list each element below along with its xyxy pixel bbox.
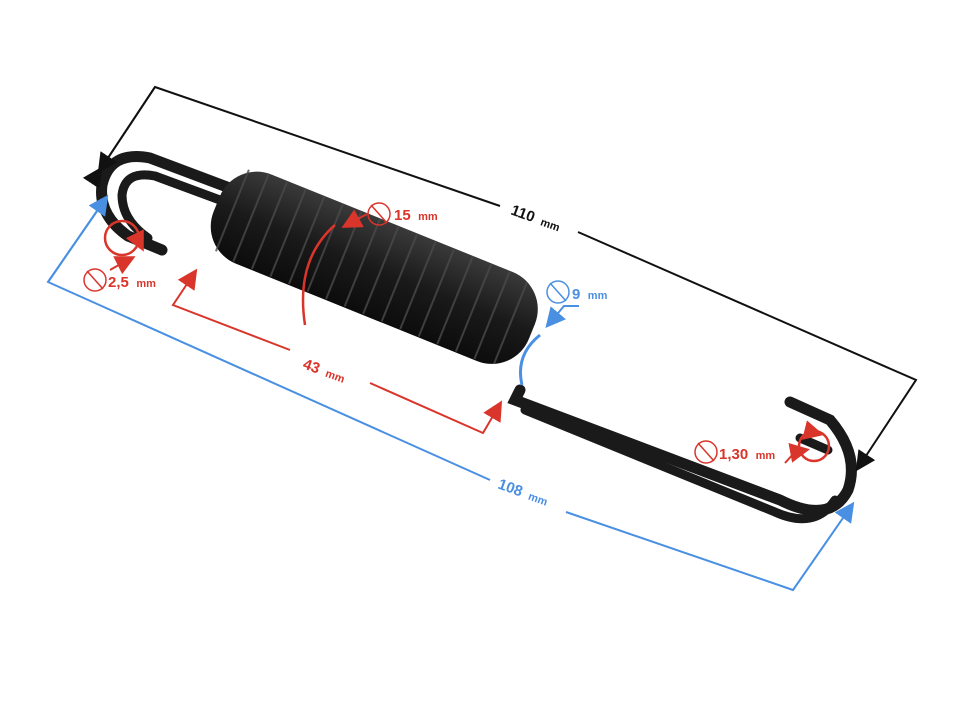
diameter-symbol-icon [694, 440, 718, 464]
wire-left-unit: mm [136, 278, 156, 290]
wire-right-value: 1,30 [719, 446, 748, 463]
wire-left-value: 2,5 [108, 274, 129, 291]
coil-body [210, 169, 538, 365]
right-hook [507, 384, 857, 524]
dimension-hook-diameter: 9 mm [519, 280, 608, 386]
coil-length-value: 43 [301, 356, 322, 378]
diameter-symbol-icon [83, 268, 107, 292]
dimension-overall-length: 110 mm [82, 85, 918, 472]
coil-length-unit: mm [324, 368, 347, 386]
hook-diameter-unit: mm [588, 290, 608, 302]
dimension-coil-diameter: 15 mm [301, 202, 438, 326]
coil-diameter-value: 15 [394, 207, 411, 224]
svg-text:9 mm: 9 mm [572, 286, 608, 303]
svg-text:110 mm: 110 mm [509, 202, 563, 236]
overall-length-unit: mm [539, 216, 562, 234]
coil-diameter-unit: mm [418, 211, 438, 223]
dimension-wire-diameter-left: 2,5 mm [83, 219, 156, 292]
svg-text:43 mm: 43 mm [301, 356, 348, 387]
svg-text:2,5 mm: 2,5 mm [108, 274, 156, 291]
svg-text:108 mm: 108 mm [496, 476, 551, 510]
svg-text:1,30 mm: 1,30 mm [719, 446, 775, 463]
hook-diameter-value: 9 [572, 286, 580, 303]
dimension-coil-length: 43 mm [171, 268, 503, 435]
diameter-symbol-icon [546, 280, 570, 304]
wire-right-unit: mm [756, 450, 776, 462]
inner-length-value: 108 [496, 476, 525, 501]
spring [96, 151, 857, 524]
diameter-symbol-icon [367, 202, 391, 226]
dimension-wire-diameter-right: 1,30 mm [694, 420, 831, 464]
svg-text:15 mm: 15 mm [394, 207, 438, 224]
overall-length-value: 110 [509, 202, 538, 226]
inner-length-unit: mm [526, 491, 549, 509]
